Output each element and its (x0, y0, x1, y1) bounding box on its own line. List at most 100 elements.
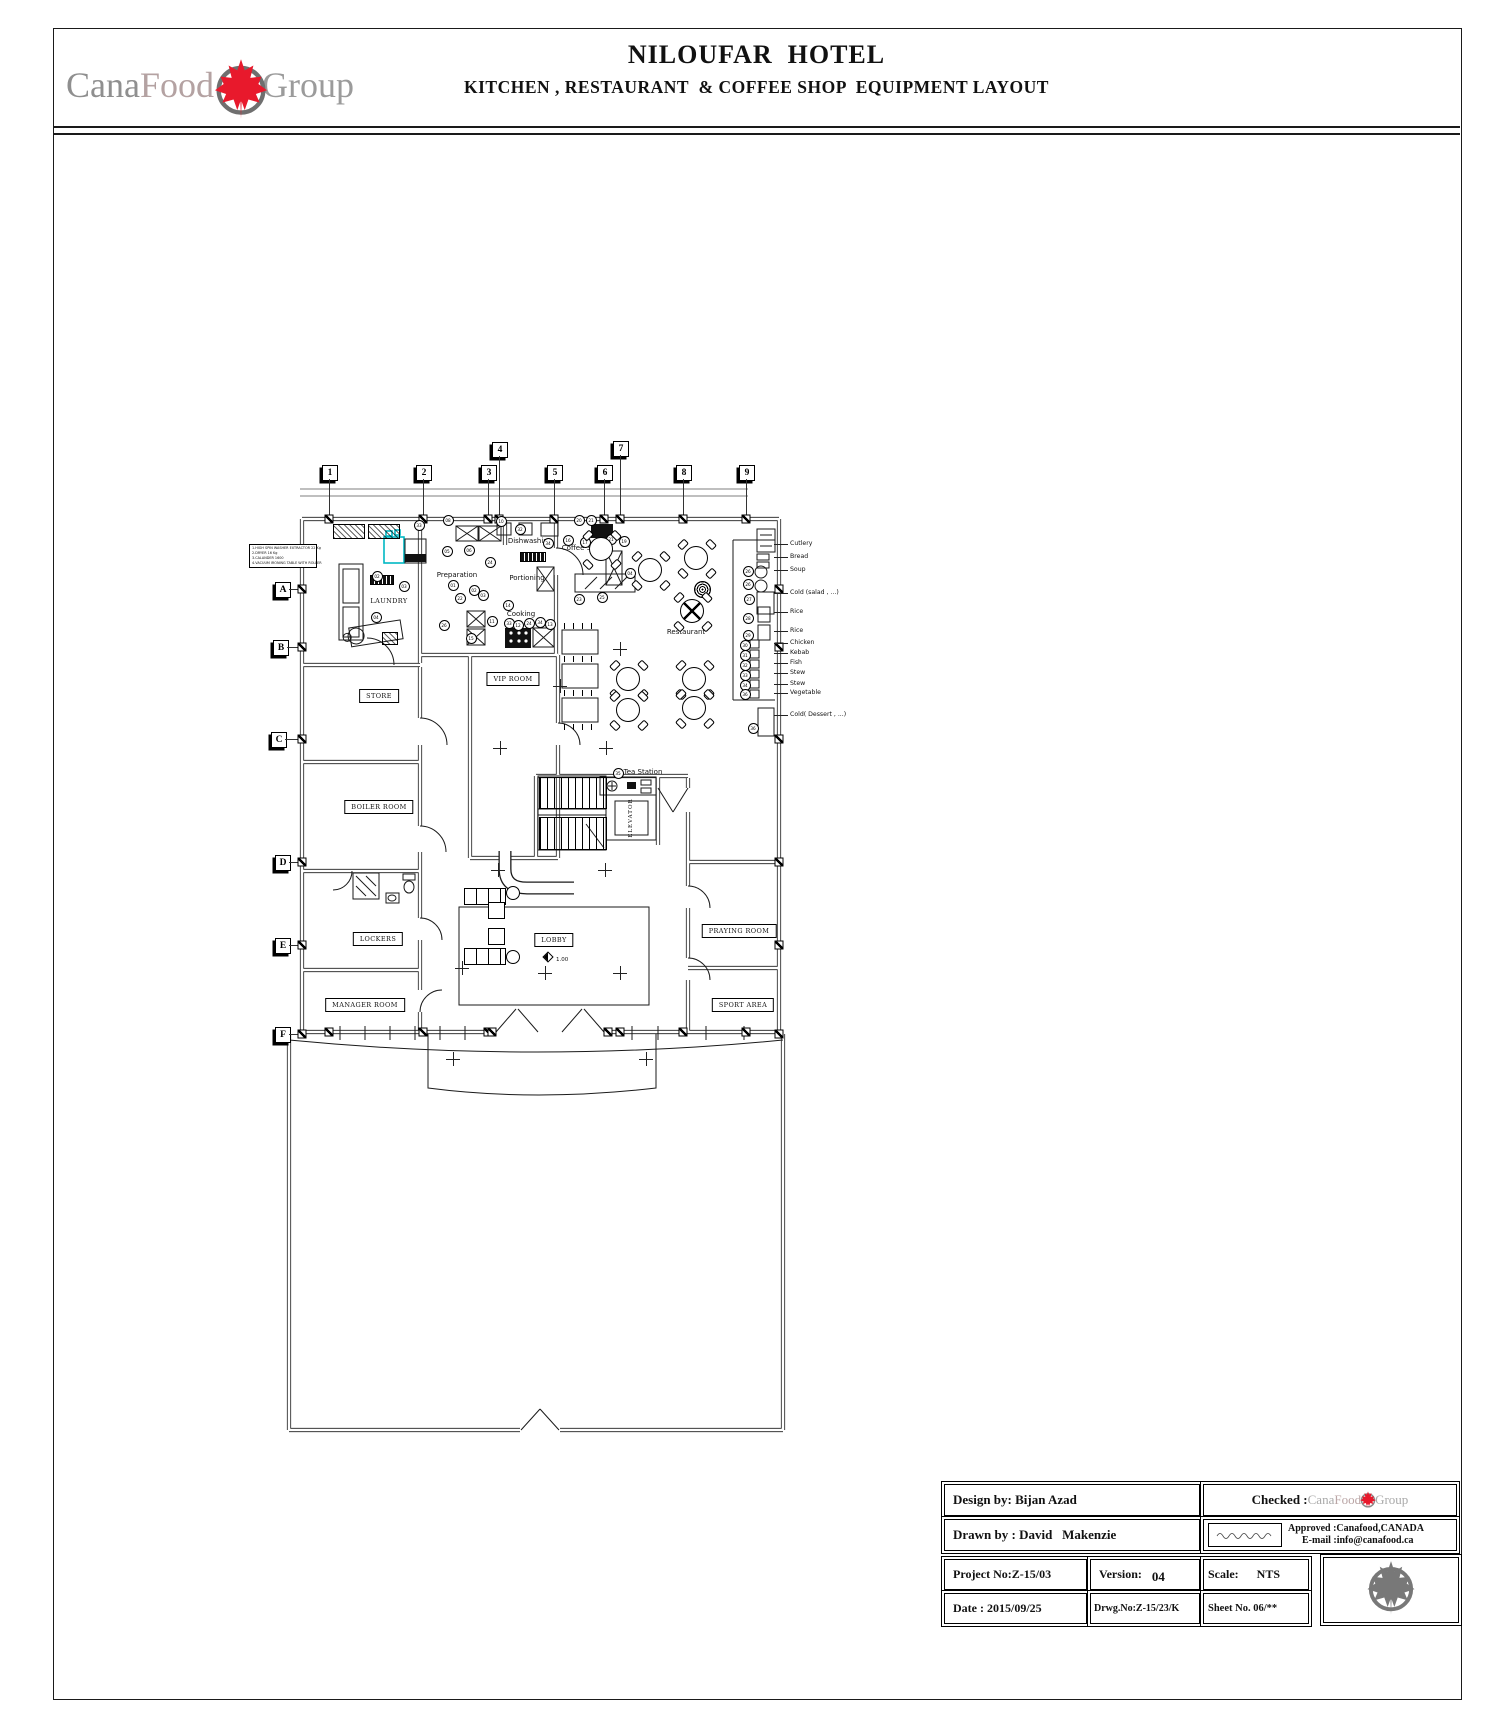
column-marker (774, 857, 784, 867)
buffet-leader-line (774, 544, 788, 545)
design-by: Design by: Bijan Azad (953, 1492, 1077, 1507)
floor-grate (520, 552, 546, 562)
buffet-leader-line (774, 673, 788, 674)
equipment-tag: 02 (468, 584, 480, 596)
logo-text-cana: Cana (66, 65, 140, 105)
column-centerline-cross (553, 679, 567, 693)
version-label: Version: (1099, 1567, 1142, 1581)
column-marker (483, 514, 493, 524)
column-marker (774, 1029, 784, 1039)
equipment-tag: 29 (742, 629, 754, 641)
equipment-tag: 21 (585, 514, 597, 526)
chair (659, 579, 672, 592)
note-line: 3.CALANDER 1600 (252, 556, 284, 561)
scale-label: Scale: (1208, 1567, 1239, 1581)
chair (630, 550, 643, 563)
equipment-tag: 14 (502, 599, 514, 611)
chair (581, 558, 594, 571)
column-marker (324, 514, 334, 524)
chair (659, 550, 672, 563)
grid-column-bubble-5: 5 (547, 465, 563, 481)
titleblock-project-cell: Project No:Z-15/03 (941, 1556, 1090, 1593)
column-marker (603, 1027, 613, 1037)
titleblock-scale-cell: Scale: NTS (1200, 1556, 1312, 1593)
column-centerline-cross (639, 1052, 653, 1066)
buffet-label: Rice (790, 608, 804, 615)
grid-row-bubble-E: E (275, 938, 291, 954)
lobby-armchair (488, 902, 505, 919)
buffet-leader-line (774, 653, 788, 654)
grid-column-stem (554, 479, 555, 519)
grid-row-stem (289, 589, 302, 590)
drwg-no: Drwg.No:Z-15/23/K (1094, 1603, 1180, 1614)
equipment-tag: 01 (447, 579, 459, 591)
equipment-tag: 33 (413, 519, 425, 531)
buffet-leader-line (774, 684, 788, 685)
buffet-leader-line (774, 593, 788, 594)
laundry-mat (368, 524, 400, 539)
buffet-leader-line (774, 631, 788, 632)
room-label-laundry: LAUNDRY (370, 597, 408, 605)
note-line: 4.VACUUM IRONING TABLE WITH ROLLER (252, 561, 322, 566)
room-label-manager-room: MANAGER ROOM (325, 998, 405, 1012)
dining-table (630, 550, 672, 592)
buffet-leader-line (774, 612, 788, 613)
email-text: E-mail :info@canafood.ca (1302, 1535, 1414, 1546)
equipment-tag: 26 (742, 565, 754, 577)
room-label-praying-room: PRAYING ROOM (701, 924, 777, 938)
buffet-leader-line (774, 557, 788, 558)
column-marker (324, 1027, 334, 1037)
column-marker (297, 642, 307, 652)
chair (672, 591, 685, 604)
lobby-side-table (506, 886, 520, 900)
approved-text: Approved :Canafood,CANADA (1288, 1522, 1424, 1534)
titleblock-sheetno-cell: Sheet No. 06/** (1200, 1590, 1312, 1627)
column-centerline-cross (613, 966, 627, 980)
column-marker (549, 514, 559, 524)
checked-group: Group (1375, 1492, 1409, 1507)
zone-label-portioning: Portioning (509, 574, 545, 582)
chair (701, 620, 714, 633)
column-marker (615, 1027, 625, 1037)
buffet-label: Bread (790, 553, 809, 560)
zone-label-restaurant: Restaurant (666, 628, 706, 636)
chair (637, 659, 650, 672)
zone-label-dishwashing: Dishwashing (507, 537, 553, 545)
equipment-tag: 36 (739, 688, 751, 700)
column-marker (297, 734, 307, 744)
lobby-side-table (506, 950, 520, 964)
grid-column-bubble-7: 7 (613, 441, 629, 457)
header-divider-line-2 (53, 133, 1460, 135)
buffet-label: Chicken (790, 639, 815, 646)
equipment-tag: 25 (596, 591, 608, 603)
chair (705, 567, 718, 580)
laundry-mat (333, 524, 365, 539)
titleblock-date-cell: Date : 2015/09/25 (941, 1590, 1090, 1627)
stair-flight-upper (539, 777, 607, 809)
sheet-no: Sheet No. 06/** (1208, 1603, 1278, 1614)
buffet-label: Stew (790, 680, 806, 687)
buffet-leader-line (774, 663, 788, 664)
grid-column-stem (329, 479, 330, 519)
equipment-tag: 26 (438, 619, 450, 631)
chair (701, 591, 714, 604)
laundry-mat (382, 632, 398, 645)
room-label-lockers: LOCKERS (352, 932, 404, 946)
scale-value: NTS (1256, 1567, 1280, 1581)
grid-column-bubble-8: 8 (676, 465, 692, 481)
grid-column-stem (683, 479, 684, 519)
titleblock-drawn-cell: Drawn by : David Makenzie (941, 1516, 1203, 1554)
buffet-label: Stew (790, 669, 806, 676)
chair (703, 688, 716, 701)
chair (637, 719, 650, 732)
maple-leaf-icon (1359, 1491, 1377, 1509)
zone-label-preparation: Preparation (436, 571, 478, 579)
level-value: 1.00 (556, 957, 569, 963)
titleblock-version-cell: Version:04 (1087, 1556, 1203, 1593)
equipment-tag: 27 (743, 593, 755, 605)
grid-column-bubble-1: 1 (322, 465, 338, 481)
equipment-tag: 08 (442, 514, 454, 526)
